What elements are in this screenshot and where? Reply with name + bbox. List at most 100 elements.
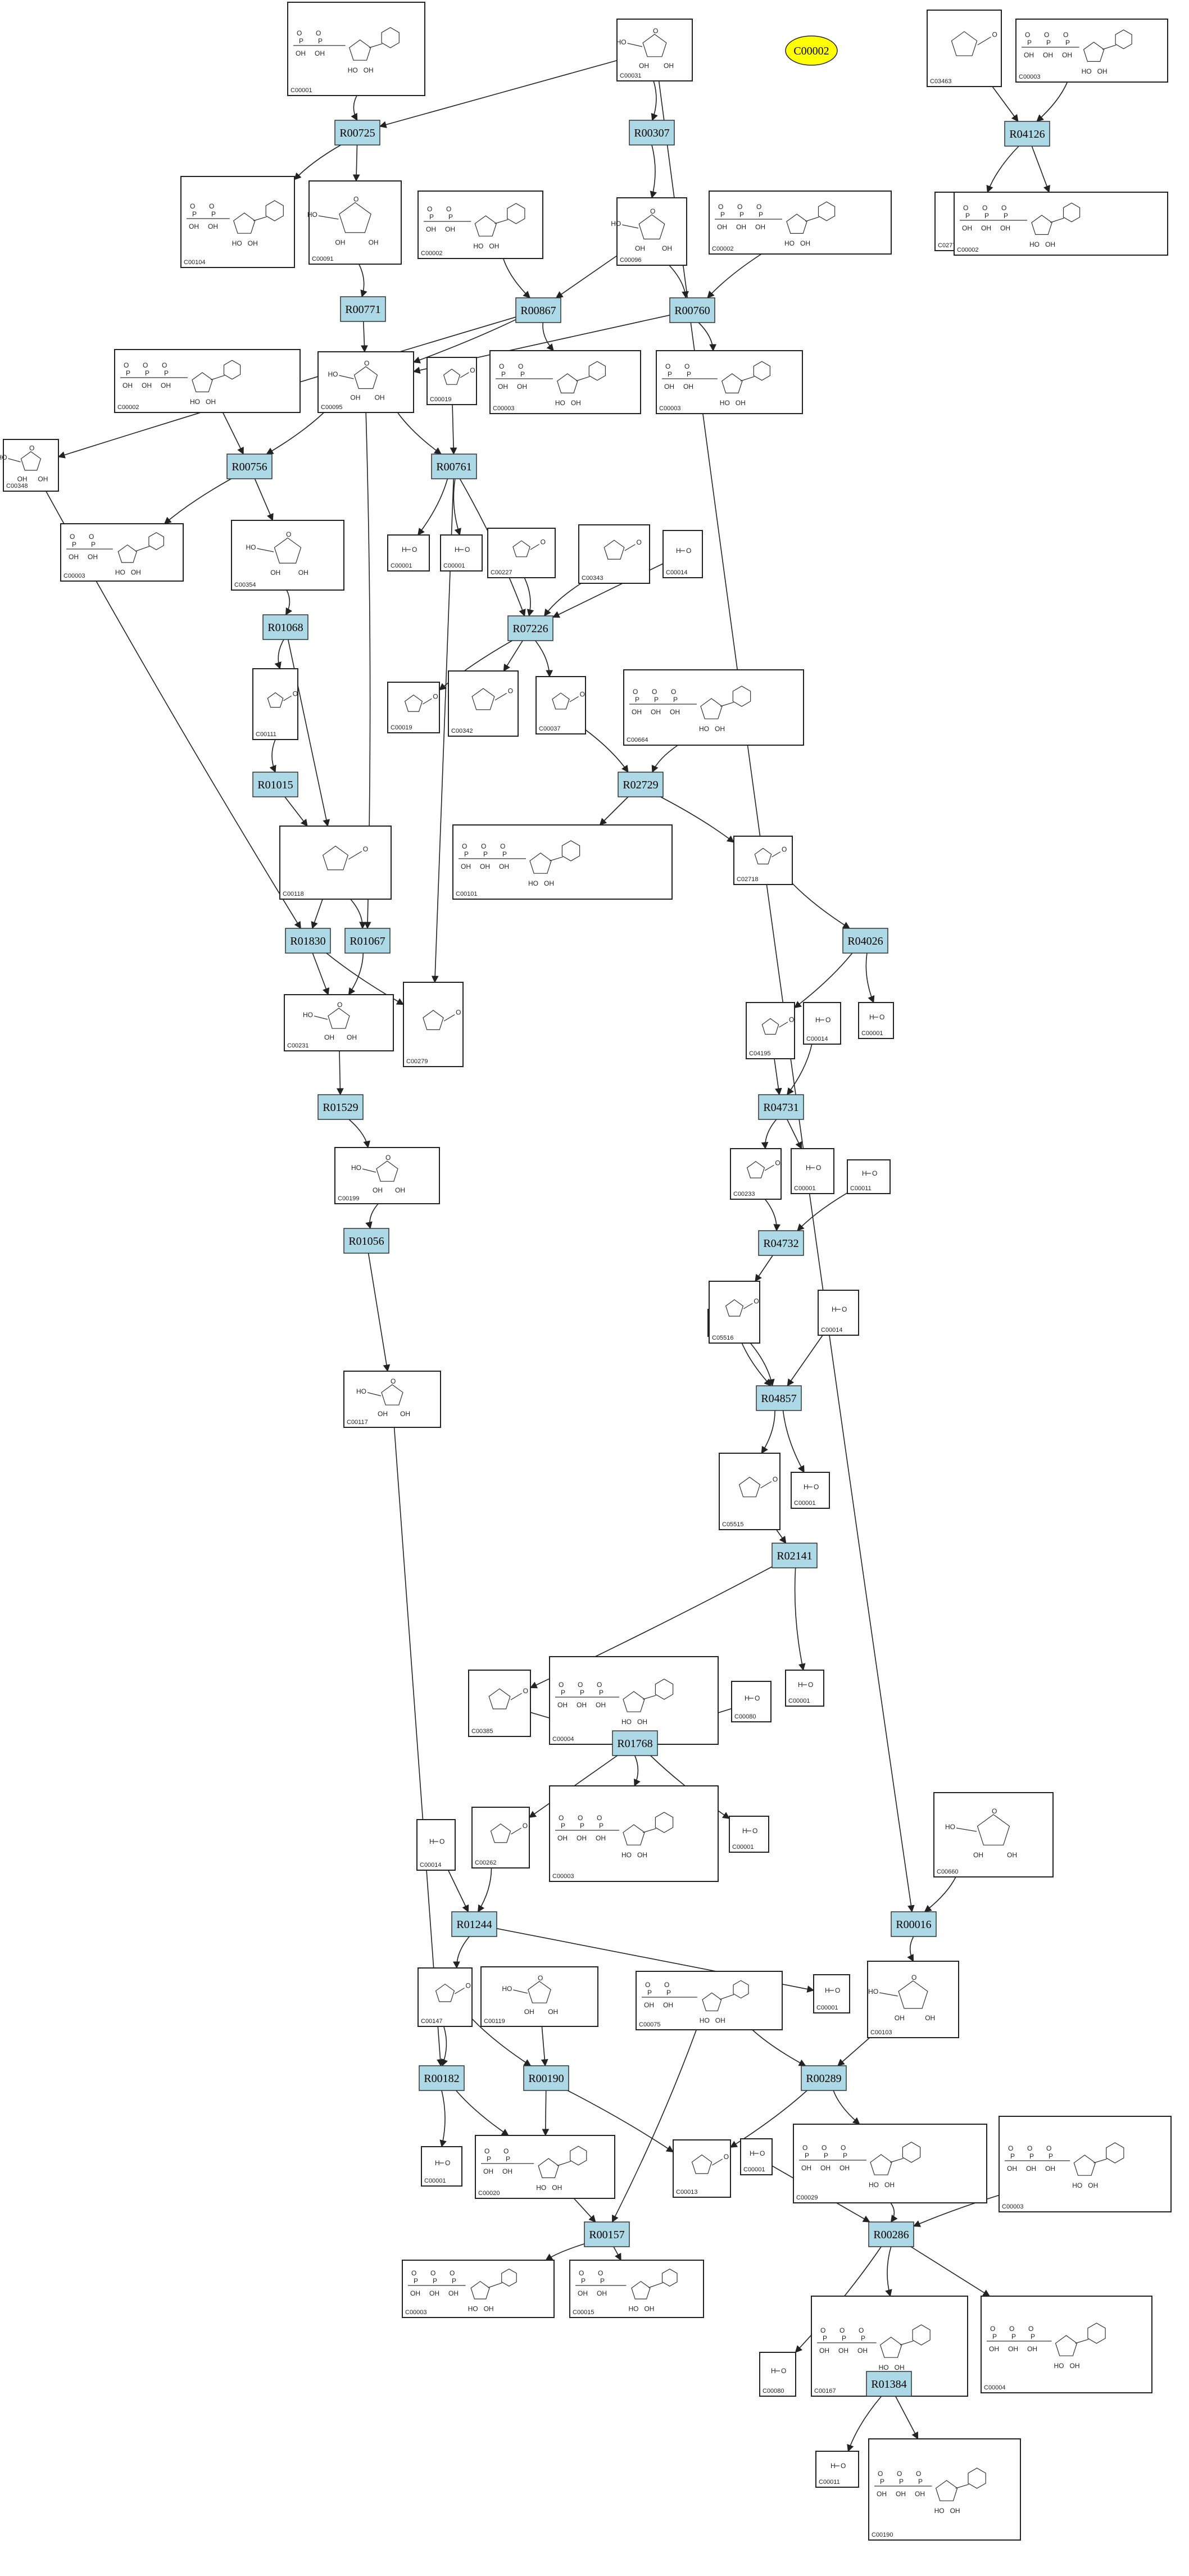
reaction-node[interactable]: R01529	[317, 1094, 364, 1120]
compound-box[interactable]	[549, 1656, 719, 1745]
compound-box[interactable]	[656, 350, 803, 414]
compound-box[interactable]	[578, 524, 650, 584]
reaction-box[interactable]	[431, 453, 477, 479]
reaction-box[interactable]	[343, 1228, 389, 1254]
compound-box[interactable]	[114, 349, 301, 413]
compound-box[interactable]	[616, 197, 687, 266]
compound-box[interactable]	[440, 534, 483, 572]
compound-box[interactable]	[284, 994, 394, 1051]
compound-box[interactable]	[387, 682, 440, 733]
reaction-box[interactable]	[1004, 121, 1050, 147]
reaction-node[interactable]: R04732	[758, 1230, 804, 1256]
compound-box[interactable]	[868, 2438, 1021, 2541]
reaction-node[interactable]: R00016	[891, 1911, 937, 1937]
compound-box[interactable]	[867, 1961, 959, 2038]
compound-box[interactable]	[3, 439, 59, 492]
compound-box[interactable]	[673, 2139, 731, 2198]
compound-box[interactable]	[468, 1670, 531, 1737]
compound-box[interactable]	[623, 669, 804, 746]
reaction-node[interactable]: R00307	[629, 120, 675, 146]
reaction-node[interactable]: R01056	[343, 1228, 389, 1254]
compound-box[interactable]	[791, 1148, 834, 1194]
compound-box[interactable]	[334, 1147, 440, 1204]
reaction-node[interactable]: R00190	[523, 2065, 569, 2091]
reaction-box[interactable]	[285, 928, 331, 954]
compound-box[interactable]	[403, 982, 464, 1067]
compound-box[interactable]	[549, 1785, 719, 1882]
compound-box[interactable]	[535, 676, 586, 734]
reaction-node[interactable]: R01067	[344, 928, 391, 954]
compound-box[interactable]	[813, 1974, 850, 2013]
compound-box[interactable]	[709, 191, 892, 255]
compound-box[interactable]	[815, 2451, 859, 2488]
compound-box[interactable]	[343, 1371, 441, 1428]
compound-box[interactable]	[803, 1002, 841, 1045]
compound-box[interactable]	[416, 1819, 456, 1871]
reaction-node[interactable]: R04126	[1004, 121, 1050, 147]
reaction-box[interactable]	[772, 1543, 818, 1568]
reaction-node[interactable]: R00286	[868, 2221, 914, 2247]
reaction-box[interactable]	[451, 1911, 497, 1937]
compound-box[interactable]	[729, 1816, 769, 1853]
reaction-box[interactable]	[868, 2221, 914, 2247]
reaction-box[interactable]	[523, 2065, 569, 2091]
compound-box[interactable]	[489, 350, 641, 414]
reaction-node[interactable]: R01068	[262, 614, 308, 640]
reaction-box[interactable]	[801, 2065, 847, 2091]
compound-box[interactable]	[981, 2296, 1152, 2393]
reaction-node[interactable]: R00760	[669, 297, 715, 323]
reaction-node[interactable]: R00157	[584, 2221, 630, 2247]
reaction-node[interactable]: R00867	[515, 297, 561, 323]
compound-box[interactable]	[287, 2, 425, 96]
reaction-box[interactable]	[758, 1230, 804, 1256]
highlight-node[interactable]: C00002	[785, 35, 838, 66]
reaction-node[interactable]: R07226	[507, 615, 553, 641]
compound-box[interactable]	[1015, 19, 1168, 83]
reaction-box[interactable]	[344, 928, 391, 954]
reaction-node[interactable]: R00725	[334, 120, 380, 146]
reaction-node[interactable]: R04857	[756, 1385, 802, 1411]
reaction-node[interactable]: R02141	[772, 1543, 818, 1568]
compound-box[interactable]	[452, 824, 673, 900]
compound-node[interactable]: OHOOHOHC00348	[0, 439, 59, 492]
reaction-box[interactable]	[262, 614, 308, 640]
compound-box[interactable]	[279, 826, 392, 900]
compound-box[interactable]	[746, 1002, 795, 1059]
reaction-node[interactable]: R04026	[842, 928, 888, 954]
reaction-box[interactable]	[252, 772, 298, 797]
compound-box[interactable]	[933, 1792, 1054, 1877]
